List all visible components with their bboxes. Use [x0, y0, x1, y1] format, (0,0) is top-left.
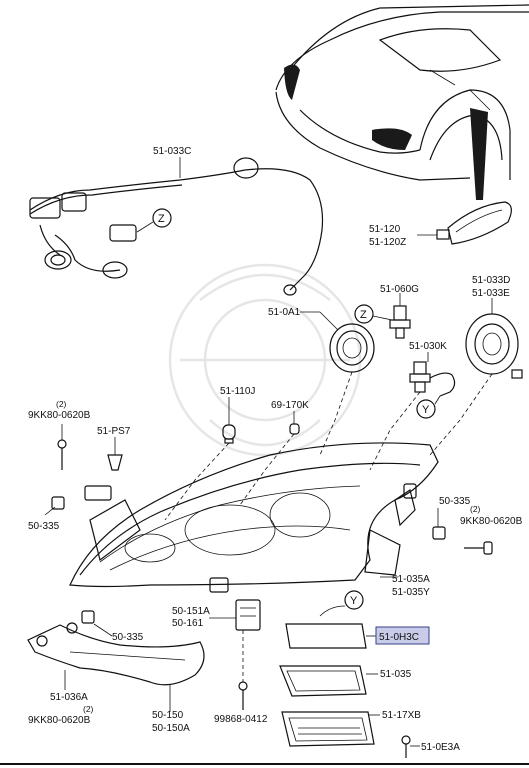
gasket-51-035	[279, 665, 367, 697]
label-51-ps7: 51-PS7	[97, 426, 131, 437]
label-50-161: 50-161	[172, 618, 204, 629]
label-9kk80-top: 9KK80-0620B	[28, 410, 91, 421]
label-9kk80-right: 9KK80-0620B	[460, 516, 523, 527]
label-69-170k: 69-170K	[271, 400, 309, 411]
label-50-335-mid: 50-335	[112, 632, 144, 643]
callout-z-harness	[152, 208, 172, 228]
callout-y-ballast	[344, 590, 364, 610]
headlamp-assembly	[69, 442, 439, 593]
callout-z-bulb	[354, 304, 374, 324]
ballast-51-0h3c	[285, 605, 367, 649]
label-50-150: 50-150	[152, 710, 184, 721]
callout-y-bulb	[416, 399, 436, 419]
callout-z-bulb-text: Z	[360, 309, 367, 321]
label-51-120: 51-120	[369, 224, 401, 235]
cover-51-17xb	[281, 711, 375, 747]
bulb-69-170k	[289, 423, 300, 435]
bulb-51-060g	[389, 305, 411, 339]
label-51-035: 51-035	[380, 669, 412, 680]
side-marker-lamp	[436, 201, 512, 245]
screw-51-0e3a	[401, 735, 411, 758]
callout-z-harness-text: Z	[158, 213, 165, 225]
label-9kk80-bottom-qty: (2)	[83, 704, 94, 714]
label-51-035y: 51-035Y	[392, 587, 430, 598]
screw-9kk80-right	[464, 541, 493, 555]
screw-99868	[238, 681, 248, 710]
label-51-0h3c: 51-0H3C	[379, 632, 419, 643]
label-51-120z: 51-120Z	[369, 237, 406, 248]
callout-y-ballast-text: Y	[350, 595, 358, 607]
label-50-151a: 50-151A	[172, 606, 210, 617]
label-51-036a: 51-036A	[50, 692, 88, 703]
highlight-box-51-0h3c	[375, 626, 430, 645]
label-51-0e3a: 51-0E3A	[421, 742, 460, 753]
label-51-110j: 51-110J	[220, 386, 255, 397]
screw-9kk80-top	[57, 439, 67, 470]
bracket-50-151a	[235, 599, 261, 631]
nut-50-335-right	[432, 526, 446, 540]
cap-51-033d	[465, 313, 523, 379]
label-50-150a: 50-150A	[152, 723, 190, 734]
callout-y-bulb-text: Y	[422, 404, 430, 416]
bulb-51-030k	[409, 361, 456, 397]
label-9kk80-right-qty: (2)	[470, 504, 481, 514]
label-51-033d: 51-033D	[472, 275, 510, 286]
cap-51-0a1	[329, 323, 375, 373]
label-51-033c: 51-033C	[153, 146, 191, 157]
label-51-0a1: 51-0A1	[268, 307, 301, 318]
label-99868-0412: 99868-0412	[214, 714, 268, 725]
nut-50-335-left	[51, 496, 65, 510]
car-illustration	[275, 4, 529, 200]
wiring-harness	[29, 157, 324, 296]
label-51-17xb: 51-17XB	[382, 710, 421, 721]
label-51-035a: 51-035A	[392, 574, 430, 585]
label-51-033e: 51-033E	[472, 288, 510, 299]
nut-50-335-mid	[81, 610, 95, 624]
label-51-030k: 51-030K	[409, 341, 447, 352]
label-9kk80-top-qty: (2)	[56, 399, 67, 409]
bracket-51-036a	[27, 622, 205, 686]
label-51-060g: 51-060G	[380, 284, 419, 295]
label-50-335-right: 50-335	[439, 496, 471, 507]
label-50-335-left: 50-335	[28, 521, 60, 532]
watermark-emblem	[168, 263, 362, 457]
clip-51-ps7	[107, 454, 123, 471]
label-9kk80-bottom: 9KK80-0620B	[28, 715, 91, 726]
